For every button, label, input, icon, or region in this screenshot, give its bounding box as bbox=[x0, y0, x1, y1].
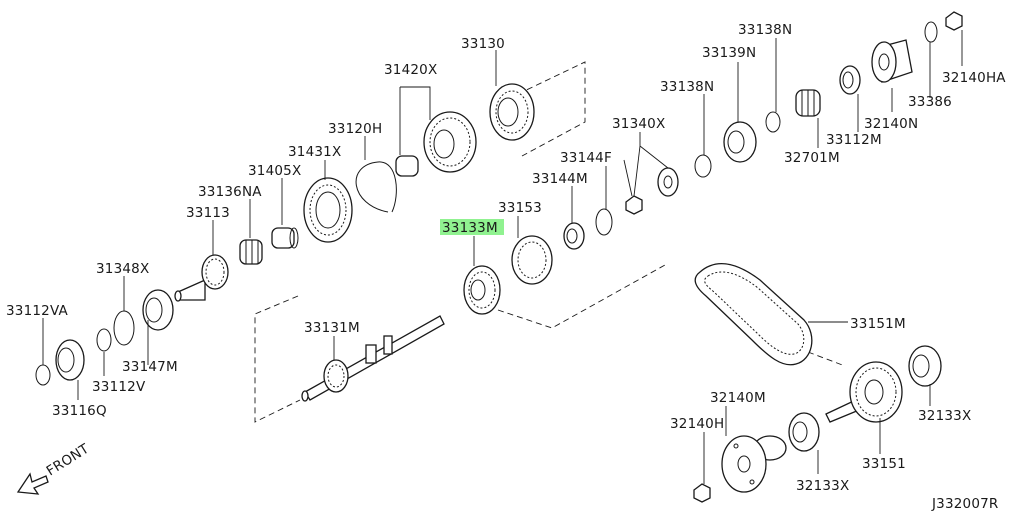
label-33113[interactable]: 33113 bbox=[186, 205, 230, 221]
label-31405x[interactable]: 31405X bbox=[248, 163, 301, 179]
part-33138n-ring-b bbox=[765, 111, 781, 133]
label-33133m[interactable]: 33133M bbox=[442, 220, 498, 236]
guide-line-middle bbox=[497, 264, 666, 329]
front-arrow-icon bbox=[16, 472, 49, 495]
part-31405x-sleeve bbox=[271, 227, 299, 249]
part-33153-sleeve bbox=[511, 235, 553, 285]
part-33130-ring-gear bbox=[489, 83, 535, 141]
label-33116q[interactable]: 33116Q bbox=[52, 403, 107, 419]
label-33144m[interactable]: 33144M bbox=[532, 171, 588, 187]
label-32133x-right[interactable]: 32133X bbox=[918, 408, 971, 424]
label-33147m[interactable]: 33147M bbox=[122, 359, 178, 375]
label-33153[interactable]: 33153 bbox=[498, 200, 542, 216]
part-32140ha-nut bbox=[945, 11, 963, 31]
part-33133m-gear bbox=[463, 265, 501, 315]
label-33138n-right[interactable]: 33138N bbox=[738, 22, 792, 38]
label-31348x[interactable]: 31348X bbox=[96, 261, 149, 277]
part-31348x-ring bbox=[113, 310, 135, 346]
label-32140m[interactable]: 32140M bbox=[710, 390, 766, 406]
part-33113-shaft bbox=[174, 254, 229, 302]
part-32133x-bearing-a bbox=[908, 345, 942, 387]
label-33131m[interactable]: 33131M bbox=[304, 320, 360, 336]
part-33120h-snap-ring bbox=[355, 161, 397, 213]
label-32140n[interactable]: 32140N bbox=[864, 116, 918, 132]
front-label: FRONT bbox=[44, 441, 93, 480]
label-33386[interactable]: 33386 bbox=[908, 94, 952, 110]
part-33112va-ring bbox=[35, 364, 51, 386]
part-33138n-ring-a bbox=[694, 154, 712, 178]
part-31431x-ring bbox=[303, 177, 353, 243]
label-31420x[interactable]: 31420X bbox=[384, 62, 437, 78]
guide-line-lower-left bbox=[254, 295, 301, 423]
part-31340x bbox=[625, 167, 679, 215]
label-32133x-bottom[interactable]: 32133X bbox=[796, 478, 849, 494]
part-33386-oring bbox=[924, 21, 938, 43]
guide-line-upper bbox=[517, 61, 586, 157]
part-33112v-ring bbox=[96, 328, 112, 352]
drawing-code: J332007R bbox=[931, 496, 999, 512]
label-33151m[interactable]: 33151M bbox=[850, 316, 906, 332]
part-33112m-ring bbox=[839, 65, 861, 95]
label-33112va[interactable]: 33112VA bbox=[6, 303, 69, 319]
label-33112m[interactable]: 33112M bbox=[826, 132, 882, 148]
part-33151-sprocket bbox=[825, 361, 903, 423]
part-33144f-ring bbox=[595, 208, 613, 236]
label-33120h[interactable]: 33120H bbox=[328, 121, 382, 137]
part-33131m-mainshaft bbox=[301, 315, 445, 402]
part-32140m-flange bbox=[721, 435, 787, 493]
part-32701m-bearing bbox=[795, 89, 821, 117]
label-33139n[interactable]: 33139N bbox=[702, 45, 756, 61]
label-31340x[interactable]: 31340X bbox=[612, 116, 665, 132]
part-32133x-bearing-b bbox=[788, 412, 820, 452]
part-33151m-chain bbox=[694, 262, 813, 366]
label-33138n-left[interactable]: 33138N bbox=[660, 79, 714, 95]
label-31431x[interactable]: 31431X bbox=[288, 144, 341, 160]
part-33116q-bearing bbox=[55, 339, 85, 381]
part-33144m bbox=[563, 222, 585, 250]
part-31420x-hub bbox=[395, 111, 477, 177]
label-33144f[interactable]: 33144F bbox=[560, 150, 612, 166]
label-32701m[interactable]: 32701M bbox=[784, 150, 840, 166]
label-33151[interactable]: 33151 bbox=[862, 456, 906, 472]
label-33136na[interactable]: 33136NA bbox=[198, 184, 262, 200]
label-32140ha[interactable]: 32140HA bbox=[942, 70, 1006, 86]
part-33147m-bearing bbox=[142, 289, 174, 331]
part-33136na-bearing bbox=[239, 239, 263, 265]
leader-lines bbox=[42, 30, 963, 484]
label-33112v[interactable]: 33112V bbox=[92, 379, 146, 395]
label-33130[interactable]: 33130 bbox=[461, 36, 505, 52]
part-32140n-flange bbox=[871, 39, 913, 83]
highlight-33133m bbox=[440, 219, 504, 235]
guide-line-lower-right bbox=[807, 351, 846, 367]
part-32140h-nut bbox=[693, 483, 711, 503]
part-33139n-bearing bbox=[723, 121, 757, 163]
label-32140h[interactable]: 32140H bbox=[670, 416, 724, 432]
